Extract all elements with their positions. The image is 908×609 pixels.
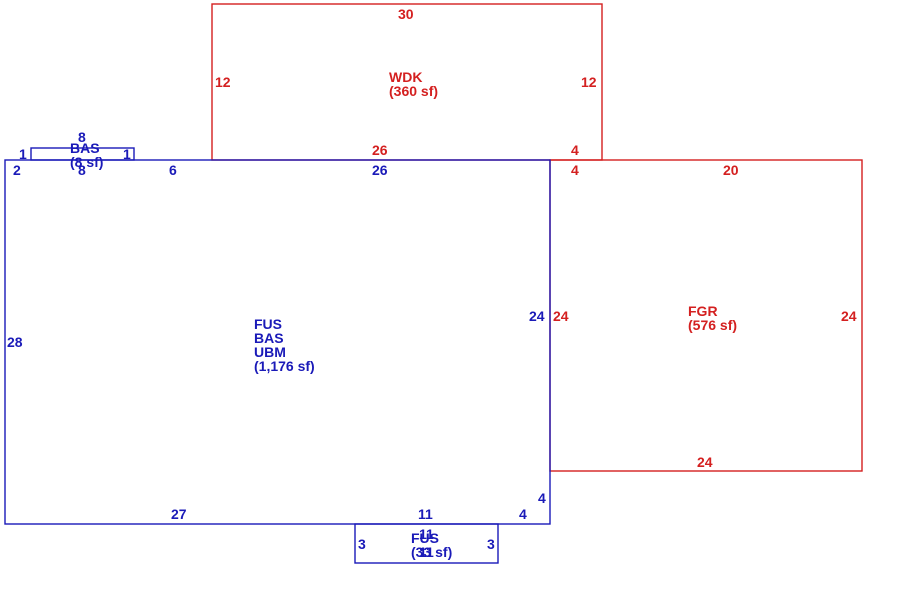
fus-small-bottom-dim: 11 — [419, 544, 434, 560]
main-top-left-dim: 2 — [13, 162, 21, 178]
main-right-step-dim: 4 — [538, 490, 546, 506]
main-code-bas: BAS — [254, 330, 284, 346]
fgr-bottom-dim: 24 — [697, 454, 713, 470]
main-code-ubm: UBM — [254, 344, 286, 360]
fgr-code: FGR — [688, 303, 718, 319]
wdk-top-dim: 30 — [398, 6, 414, 22]
wdk-bottom-dim: 26 — [372, 142, 388, 158]
main-bottom-step-dim: 4 — [519, 506, 527, 522]
main-top-6-dim: 6 — [169, 162, 177, 178]
bay-bottom-dim: 8 — [78, 162, 86, 178]
main-bottom-dim: 27 — [171, 506, 187, 522]
wdk-code: WDK — [389, 69, 422, 85]
main-right-dim: 24 — [529, 308, 545, 324]
bay-top-dim: 8 — [78, 129, 86, 145]
main-bottom-11-dim: 11 — [418, 506, 433, 522]
bay-left-dim: 1 — [19, 146, 27, 162]
main-top-26-dim: 26 — [372, 162, 388, 178]
bay-area: (8 sf) — [70, 154, 103, 170]
fgr-left-dim: 24 — [553, 308, 569, 324]
main-code-fus: FUS — [254, 316, 282, 332]
wdk-bottom-right-dim: 4 — [571, 142, 579, 158]
wdk-right-dim: 12 — [581, 74, 597, 90]
main-left-dim: 28 — [7, 334, 23, 350]
bay-right-dim: 1 — [123, 146, 131, 162]
fgr-top-left-dim: 4 — [571, 162, 579, 178]
wdk-area: (360 sf) — [389, 83, 438, 99]
wdk-left-dim: 12 — [215, 74, 231, 90]
fgr-right-dim: 24 — [841, 308, 857, 324]
main-outline — [4, 159, 551, 525]
fus-small-area: (33 sf) — [411, 544, 452, 560]
fus-small-left-dim: 3 — [358, 536, 366, 552]
fus-small-outline — [354, 523, 499, 564]
fus-small-right-dim: 3 — [487, 536, 495, 552]
bay-code: BAS — [70, 140, 100, 156]
bay-outline — [30, 147, 135, 161]
main-area: (1,176 sf) — [254, 358, 315, 374]
fus-small-code: FUS — [411, 530, 439, 546]
fus-small-top-dim: 11 — [419, 526, 434, 542]
fgr-top-dim: 20 — [723, 162, 739, 178]
fgr-area: (576 sf) — [688, 317, 737, 333]
